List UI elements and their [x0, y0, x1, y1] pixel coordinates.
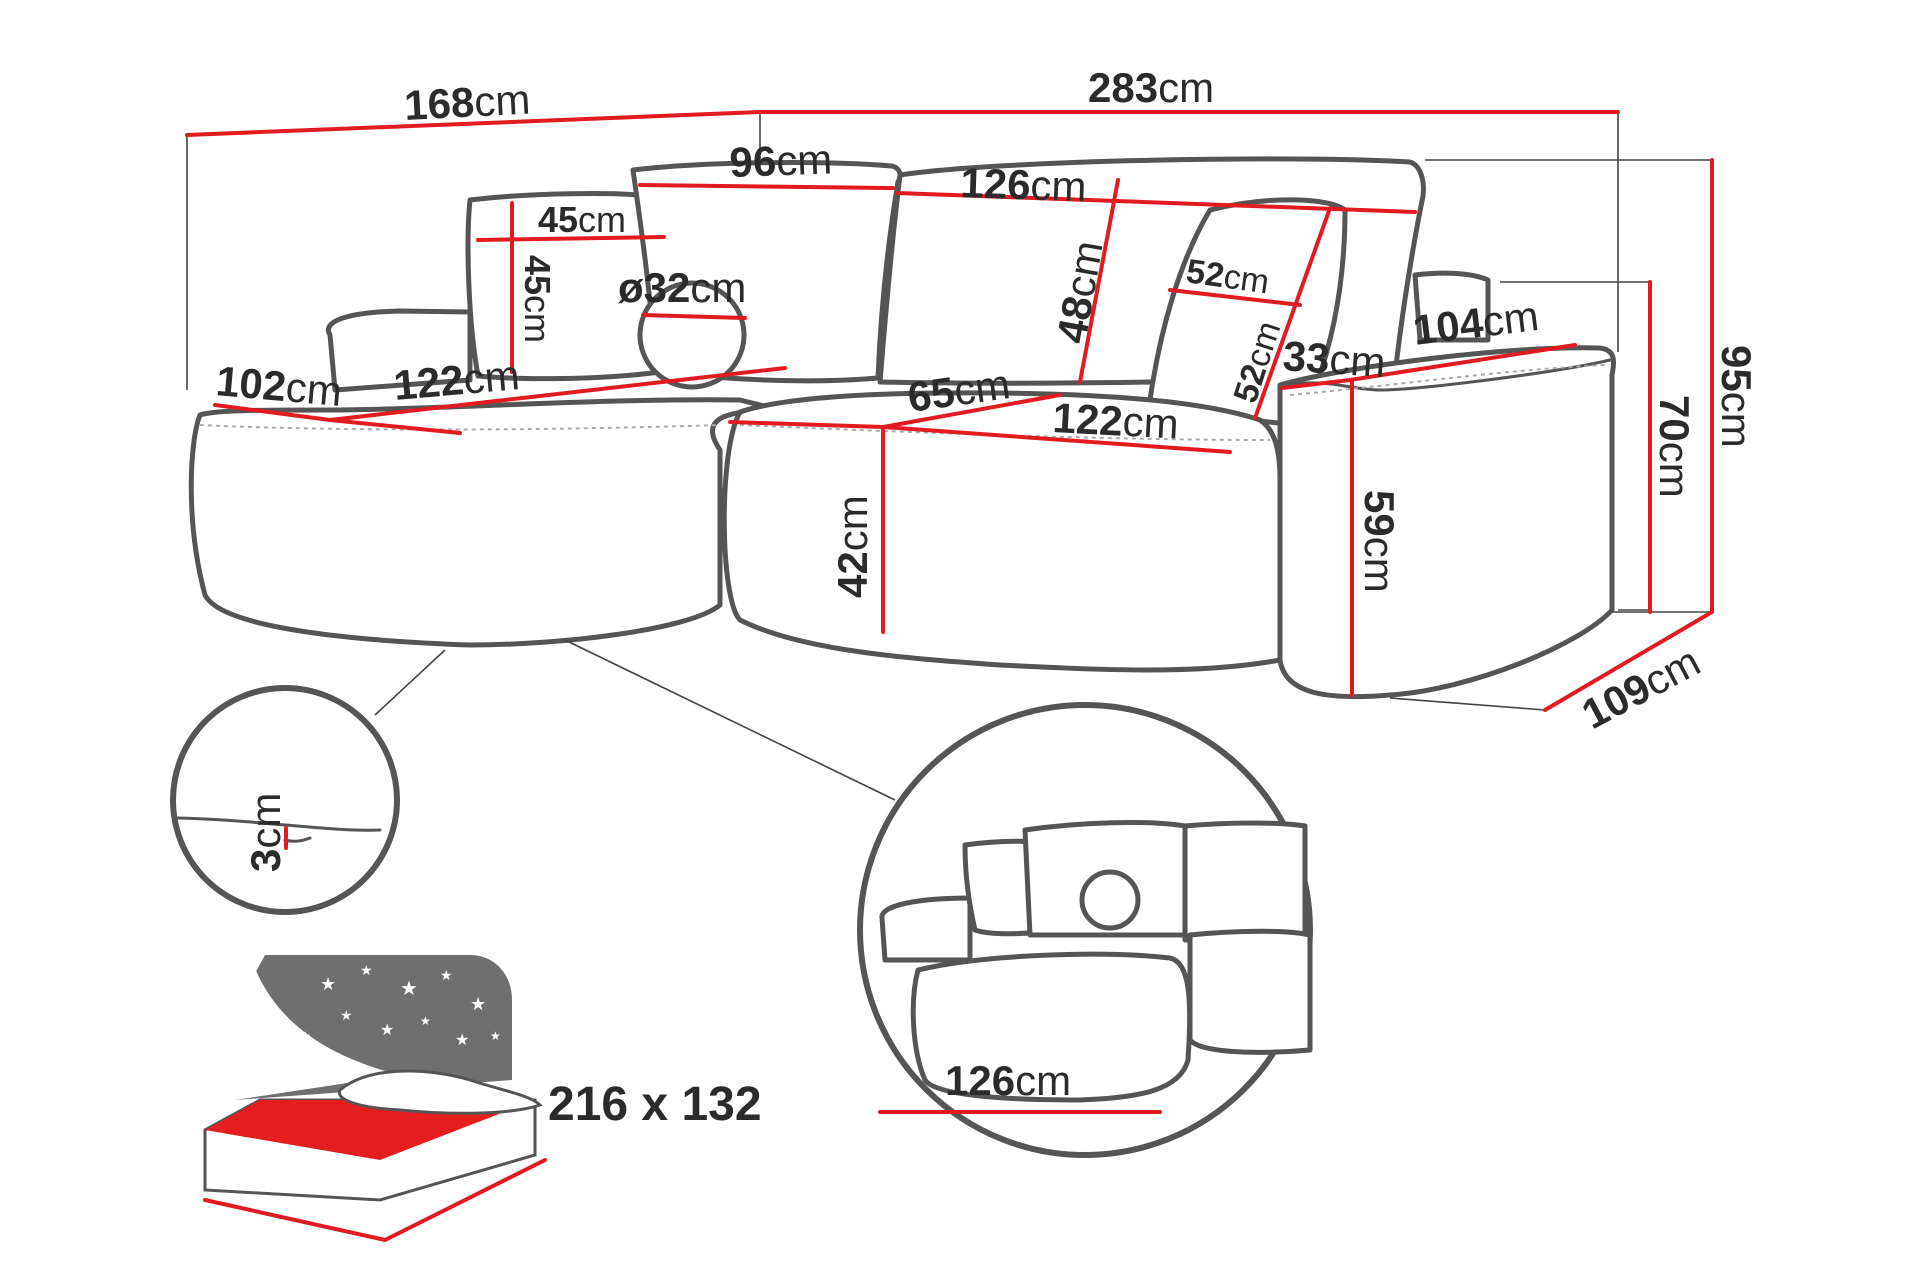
dim-line-109: [1543, 610, 1714, 712]
label-65: 65cm: [905, 360, 1013, 421]
chaise-base: [188, 397, 783, 648]
label-126: 126cm: [960, 159, 1088, 210]
moon-icon: [235, 955, 400, 1100]
right-armrest: [1277, 345, 1616, 700]
svg-text:★: ★: [440, 969, 453, 984]
svg-text:★: ★: [490, 1029, 501, 1043]
label-52-w: 52cm: [1184, 252, 1272, 301]
label-126-detail: 126cm: [945, 1057, 1071, 1104]
detail-chaise: [910, 951, 1193, 1103]
sofa-drawing: [188, 156, 1616, 700]
dim-line-45-w: [476, 235, 666, 242]
label-283: 283cm: [1088, 64, 1214, 111]
dim-line-52-h: [1253, 206, 1332, 420]
detail-bolster: [879, 895, 973, 963]
svg-text:★: ★: [300, 1029, 311, 1043]
dim-line-168: [185, 110, 762, 137]
chaise-detail: 126cm: [857, 702, 1313, 1158]
dim-line-32: [641, 313, 747, 320]
label-104: 104cm: [1410, 292, 1541, 354]
round-pillow: [637, 280, 747, 390]
label-95: 95cm: [1713, 345, 1760, 448]
label-45-h: 45cm: [517, 255, 558, 343]
dim-line-48: [1078, 178, 1120, 384]
label-168: 168cm: [403, 75, 531, 129]
pillow-icon: [337, 1069, 543, 1115]
label-45-w: 45cm: [538, 199, 626, 240]
detail-seat: [1187, 928, 1313, 1055]
seam-3: [1289, 364, 1606, 396]
label-59: 59cm: [1356, 490, 1403, 593]
label-70: 70cm: [1651, 395, 1698, 498]
extension-lines: [186, 112, 1712, 801]
label-48: 48cm: [1048, 237, 1112, 346]
svg-text:★: ★: [400, 978, 418, 1000]
svg-text:★: ★: [285, 1069, 296, 1083]
label-3: 3cm: [242, 793, 289, 872]
label-33: 33cm: [1281, 332, 1387, 386]
label-96: 96cm: [729, 135, 833, 186]
bed-size-label: 216 x 132: [548, 1078, 762, 1131]
label-102: 102cm: [214, 357, 344, 415]
leg-detail-bottom-edge: [176, 816, 382, 832]
dim-line-122-chaise-back: [328, 366, 787, 422]
svg-text:★: ★: [420, 1014, 431, 1028]
dim-line-65: [881, 393, 1062, 429]
svg-text:★: ★: [380, 1022, 394, 1039]
svg-text:★: ★: [255, 1049, 268, 1064]
right-small-cushion: [1412, 270, 1491, 343]
svg-text:★: ★: [470, 994, 486, 1014]
dim-line-52-w: [1168, 288, 1302, 307]
dim-line-33: [1280, 378, 1352, 390]
svg-text:★: ★: [320, 974, 336, 994]
mattress-top: [205, 1100, 535, 1160]
label-42: 42cm: [829, 495, 876, 598]
star-icon: ★ ★ ★ ★ ★ ★ ★ ★ ★ ★ ★ ★ ★: [255, 964, 501, 1083]
seam-2: [739, 424, 1271, 441]
dim-line-122-chaise: [328, 418, 462, 435]
dim-line-122-seat: [728, 420, 885, 429]
svg-text:★: ★: [360, 964, 373, 979]
detail-back-cushion-2: [1182, 820, 1308, 943]
leg-detail-frame: [170, 685, 400, 915]
label-32: ø32cm: [618, 264, 746, 311]
label-122-chaise: 122cm: [392, 351, 522, 409]
label-122-seat: 122cm: [1052, 394, 1180, 448]
dim-line-122-seat-b: [881, 425, 1232, 454]
dim-line-96: [638, 183, 895, 190]
leg-detail: 3cm: [170, 685, 400, 915]
main-seat-base: [721, 390, 1283, 673]
svg-text:★: ★: [455, 1032, 469, 1049]
dim-line-104: [1348, 343, 1577, 382]
svg-text:★: ★: [340, 1009, 353, 1024]
dim-line-102: [213, 403, 332, 422]
bed-function: ★ ★ ★ ★ ★ ★ ★ ★ ★ ★ ★ ★ ★ 216 x 132: [203, 955, 762, 1242]
detail-round-pillow: [1079, 869, 1141, 931]
dimension-lines: [185, 110, 1714, 712]
